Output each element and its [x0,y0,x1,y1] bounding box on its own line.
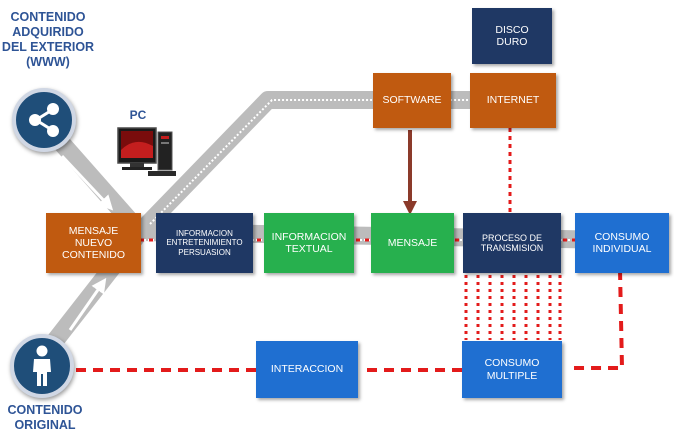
internet-box: INTERNET [470,73,556,128]
external-source-label: CONTENIDO ADQUIRIDO DEL EXTERIOR (WWW) [1,10,95,69]
mensaje-nuevo-box: MENSAJE NUEVO CONTENIDO [46,213,141,273]
share-circle [12,88,76,152]
person-circle [10,334,74,398]
software-box: SOFTWARE [373,73,451,128]
original-content-label: CONTENIDO ORIGINAL [7,403,83,432]
proceso-transmision-box: PROCESO DE TRANSMISION [463,213,561,273]
inbound-arrow [60,154,114,211]
informacion-textual-box: INFORMACION TEXTUAL [264,213,354,273]
pc-label: PC [129,108,147,122]
consumo-individual-box: CONSUMO INDIVIDUAL [575,213,669,273]
person-icon [33,345,51,386]
mensaje-box: MENSAJE [371,213,454,273]
share-icon [29,103,59,137]
red-grid [464,275,562,340]
outbound-arrow [68,277,107,331]
informacion-box: INFORMACION ENTRETENIMIENTO PERSUASION [156,213,253,273]
interaccion-box: INTERACCION [256,341,358,398]
disco-duro-box: DISCO DURO [472,8,552,64]
computer-icon [117,127,176,176]
consumo-multiple-box: CONSUMO MULTIPLE [462,341,562,398]
